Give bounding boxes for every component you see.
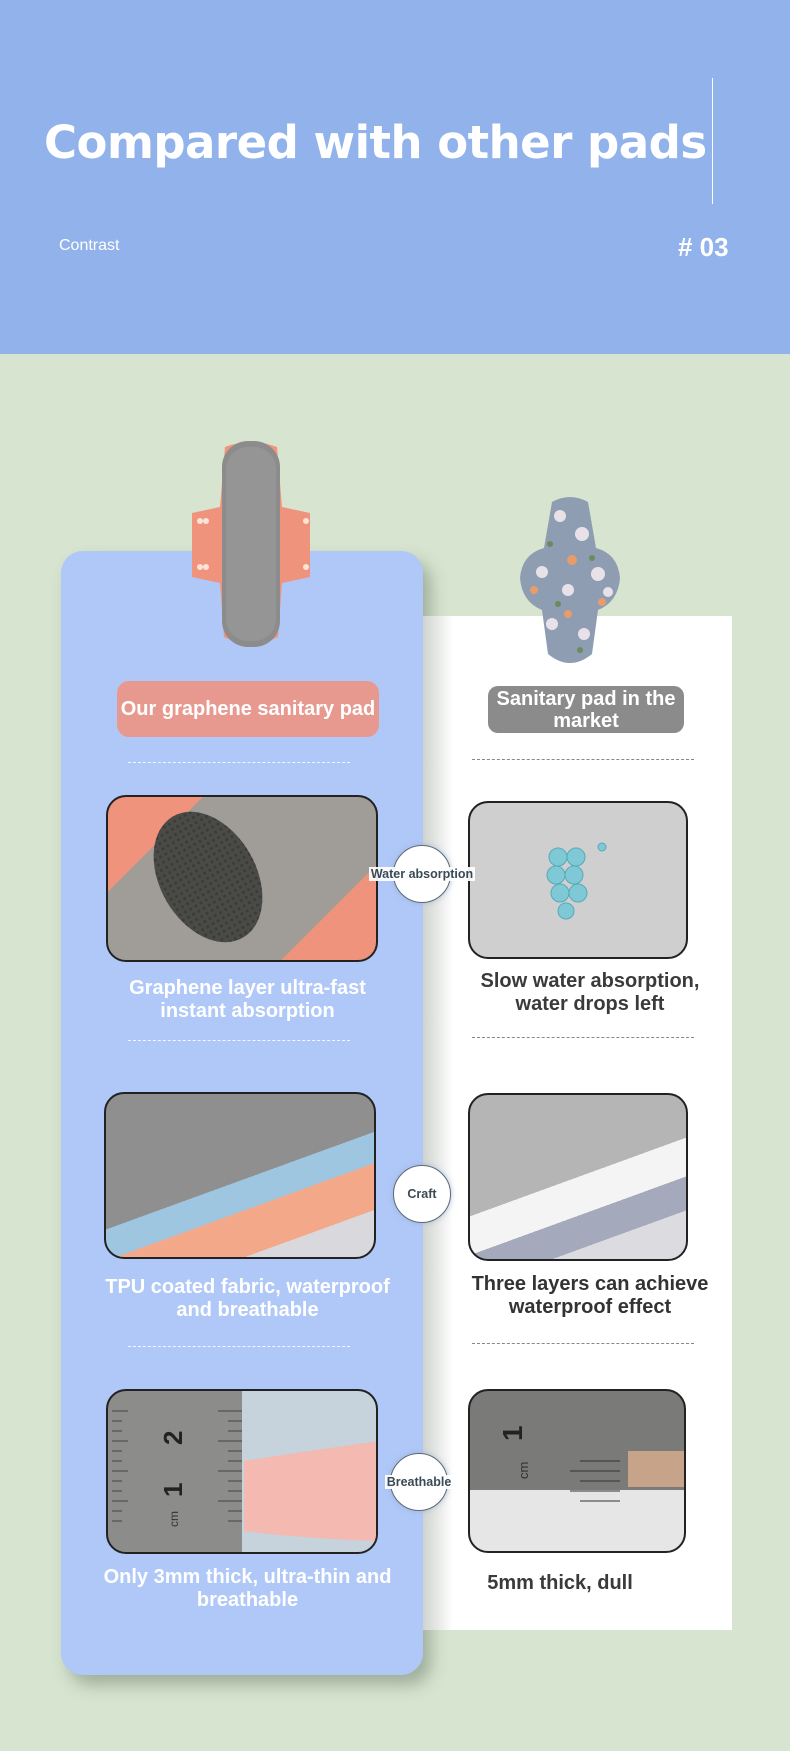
market-pad-label: Sanitary pad in the market [488,686,684,733]
craft-badge: Craft [393,1165,451,1223]
our-pad-image [192,441,310,647]
market-absorption-caption: Slow water absorption, water drops left [480,970,700,1015]
divider [472,1343,694,1344]
market-craft-caption: Three layers can achieve waterproof effe… [471,1273,709,1318]
section-number: # 03 [678,232,729,262]
our-craft-photo [104,1092,376,1259]
our-pad-label: Our graphene sanitary pad [117,681,379,737]
our-craft-caption: TPU coated fabric, waterproof and breath… [105,1276,390,1321]
divider [472,1037,694,1038]
divider [128,1040,350,1041]
svg-text:1: 1 [497,1425,528,1441]
market-pad-image [520,497,620,663]
svg-text:cm: cm [516,1462,531,1479]
svg-text:2: 2 [158,1431,188,1445]
our-absorption-caption: Graphene layer ultra-fast instant absorp… [129,977,366,1022]
market-absorption-photo [468,801,688,959]
divider [472,759,694,760]
market-thickness-photo: 1 cm [468,1389,686,1553]
header-banner: Compared with other pads Contrast # 03 [0,0,790,354]
market-thickness-caption: 5mm thick, dull [487,1572,633,1594]
svg-text:cm: cm [167,1511,181,1527]
divider-line [712,78,713,204]
water-absorption-badge: Water absorption [368,845,476,903]
our-thickness-photo: 2 1 cm [106,1389,378,1554]
svg-text:1: 1 [158,1483,188,1497]
market-craft-photo [468,1093,688,1261]
divider [128,1346,350,1347]
page-title: Compared with other pads [44,116,707,169]
section-subtitle: Contrast [59,237,120,254]
our-absorption-photo [106,795,378,962]
divider [128,762,350,763]
our-thickness-caption: Only 3mm thick, ultra-thin and breathabl… [103,1566,392,1611]
breathable-badge: Breathable [384,1453,454,1511]
